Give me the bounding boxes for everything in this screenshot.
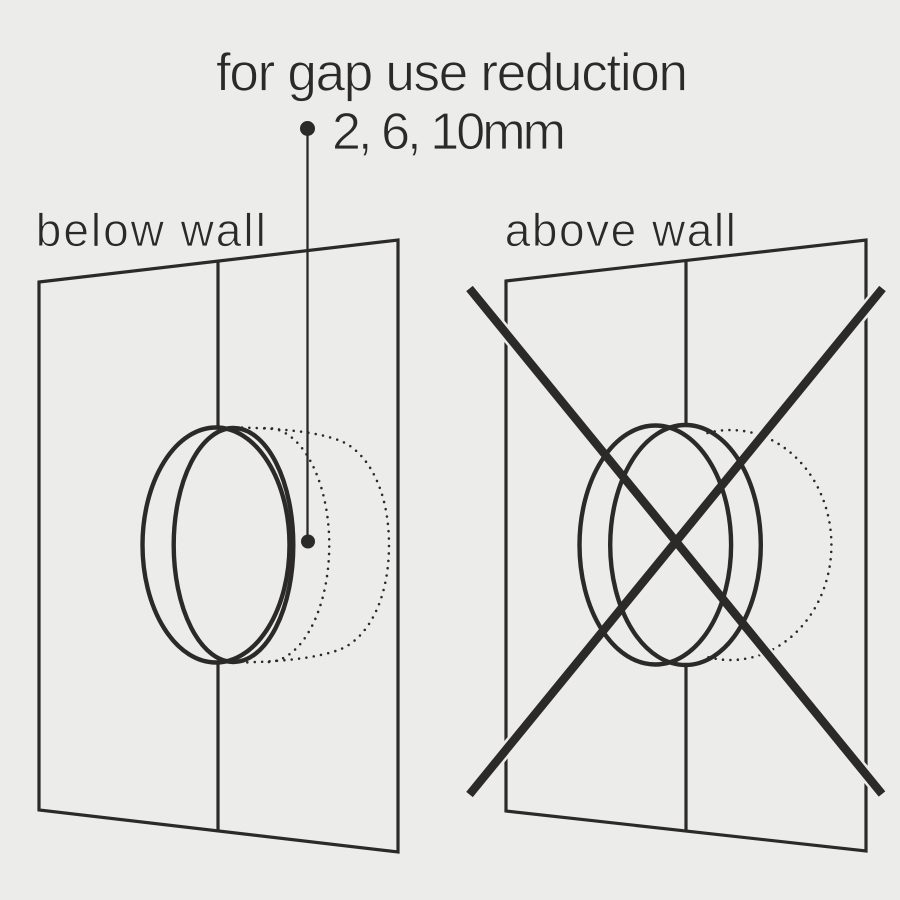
svg-text:2, 6, 10mm: 2, 6, 10mm bbox=[332, 103, 566, 161]
svg-text:below wall: below wall bbox=[36, 204, 266, 256]
svg-text:for gap use reduction: for gap use reduction bbox=[216, 44, 688, 103]
svg-text:above wall: above wall bbox=[505, 204, 736, 256]
